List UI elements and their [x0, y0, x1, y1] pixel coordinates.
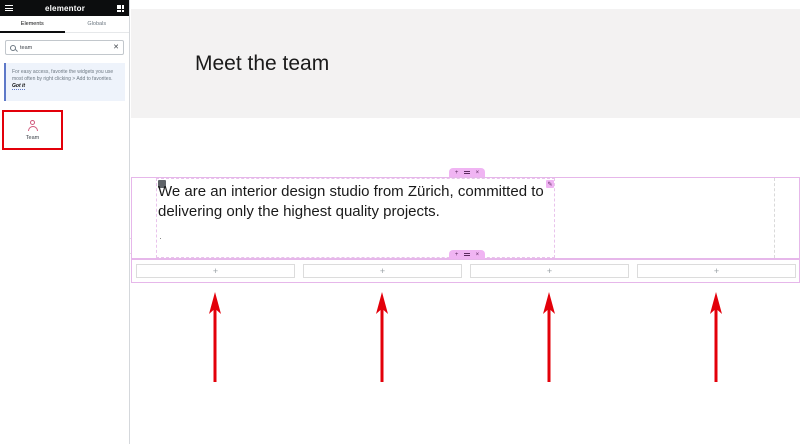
page-title[interactable]: Meet the team: [195, 52, 330, 75]
red-arrow-annotation: [543, 292, 555, 382]
got-it-link[interactable]: Got it: [12, 83, 26, 90]
brand-logo: elementor: [44, 3, 86, 13]
panel-header: elementor: [0, 0, 129, 16]
tab-elements[interactable]: Elements: [0, 16, 65, 33]
red-arrow-annotation: [710, 292, 722, 382]
add-section-icon[interactable]: [455, 252, 459, 258]
text-editor-widget[interactable]: We are an interior design studio from Zü…: [158, 183, 544, 220]
add-widget-slot[interactable]: +: [136, 264, 295, 278]
widgets-panel: elementor Elements Globals team ✕ For ea…: [0, 0, 130, 444]
drag-section-icon[interactable]: [464, 253, 470, 256]
editor-canvas: Meet the team ✎ We are an interior desig…: [131, 0, 800, 444]
add-widget-slot[interactable]: +: [637, 264, 796, 278]
add-widget-slot[interactable]: +: [470, 264, 629, 278]
text-section[interactable]: ✎ We are an interior design studio from …: [131, 177, 800, 259]
panel-tabs: Elements Globals: [0, 16, 129, 33]
widget-team[interactable]: Team: [2, 110, 63, 150]
section-handle-bottom[interactable]: [449, 250, 485, 259]
pencil-icon[interactable]: ✎: [546, 180, 554, 188]
section-handle-top[interactable]: [449, 168, 485, 177]
search-icon: [10, 44, 16, 51]
add-section-icon[interactable]: [455, 170, 459, 176]
columns-section[interactable]: + + + +: [131, 259, 800, 283]
tab-globals[interactable]: Globals: [87, 21, 107, 27]
empty-column[interactable]: [555, 178, 775, 258]
add-widget-slot[interactable]: +: [303, 264, 462, 278]
notice-text: For easy access, favorite the widgets yo…: [12, 69, 114, 82]
user-icon: [27, 119, 38, 131]
delete-section-icon[interactable]: [476, 170, 480, 176]
red-arrow-annotation: [209, 292, 221, 382]
delete-section-icon[interactable]: [476, 252, 480, 258]
search-input[interactable]: team: [20, 44, 33, 51]
red-arrow-annotation: [376, 292, 388, 382]
menu-icon[interactable]: [5, 5, 13, 11]
favorites-notice: For easy access, favorite the widgets yo…: [4, 63, 125, 101]
apps-grid-icon[interactable]: [116, 4, 124, 12]
divider-dot: [160, 238, 161, 239]
text-column[interactable]: [156, 178, 555, 258]
drag-section-icon[interactable]: [464, 171, 470, 174]
edit-column-icon[interactable]: [158, 180, 166, 188]
clear-search-icon[interactable]: ✕: [113, 44, 119, 51]
widget-label: Team: [25, 134, 40, 141]
hero-section[interactable]: Meet the team: [131, 9, 800, 118]
widget-search[interactable]: team ✕: [5, 40, 124, 55]
